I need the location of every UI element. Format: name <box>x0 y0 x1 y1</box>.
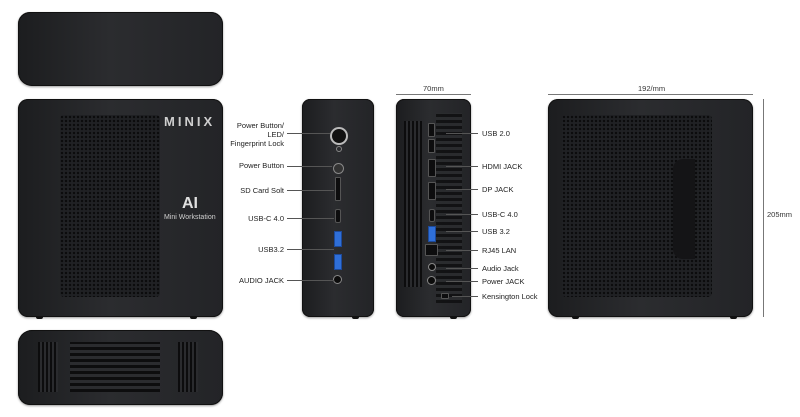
leader-power-button <box>287 166 332 167</box>
sd-card-slot[interactable] <box>335 177 341 201</box>
ai-badge: AI <box>182 195 198 212</box>
label-rj45: RJ45 LAN <box>482 246 517 255</box>
leader-kensington <box>452 296 478 297</box>
label-power-jack: Power JACK <box>482 277 525 286</box>
label-line: Fingerprint Lock <box>230 139 284 148</box>
leader-audio-front <box>287 280 334 281</box>
device-right-side-view <box>548 99 753 317</box>
label-line: LED/ <box>267 130 284 139</box>
dim-width-line <box>396 94 471 95</box>
back-foot <box>450 316 457 319</box>
leader-usbc-front <box>287 218 334 219</box>
right-foot-right <box>730 316 737 319</box>
label-power-led-fingerprint: Power Button/ LED/ Fingerprint Lock <box>210 121 284 148</box>
label-sd-card: SD Card Solt <box>240 186 284 195</box>
leader-audio-back <box>446 268 478 269</box>
rj45-port[interactable] <box>425 244 438 256</box>
leader-dp <box>446 189 478 190</box>
device-front-view: MINIX AI Mini Workstation <box>18 99 223 317</box>
label-usb32-back: USB 3.2 <box>482 227 510 236</box>
hdmi-port[interactable] <box>428 159 436 177</box>
leader-usbc-back <box>446 214 478 215</box>
bottom-vent-right <box>178 342 198 392</box>
leader-usb32-front <box>287 249 334 250</box>
leader-usb20 <box>446 133 478 134</box>
leader-usb32-back <box>446 231 478 232</box>
label-dp: DP JACK <box>482 185 514 194</box>
brand-logo: MINIX <box>164 114 216 129</box>
front-foot-right <box>190 316 197 319</box>
dim-height: 205mm <box>767 210 793 219</box>
label-usbc-back: USB-C 4.0 <box>482 210 518 219</box>
power-jack[interactable] <box>427 276 436 285</box>
leader-power-jack <box>446 281 478 282</box>
device-side-view <box>302 99 374 317</box>
leader-power-led <box>287 133 330 134</box>
power-icon <box>336 146 342 152</box>
front-foot-left <box>36 316 43 319</box>
usb-c-port-back[interactable] <box>429 209 435 222</box>
usb32-port-back[interactable] <box>428 226 436 242</box>
dim-length: 192/mm <box>638 84 666 93</box>
usb2-port-1[interactable] <box>428 123 435 137</box>
power-fingerprint-button[interactable] <box>330 127 348 145</box>
label-power-button: Power Button <box>238 161 284 170</box>
label-usbc-front: USB-C 4.0 <box>248 214 284 223</box>
bottom-vent-left <box>38 342 58 392</box>
dim-width: 70mm <box>423 84 444 93</box>
label-usb20: USB 2.0 <box>482 129 510 138</box>
leader-rj45 <box>446 250 478 251</box>
label-line: Power Button/ <box>236 121 284 130</box>
dim-height-line <box>763 99 764 317</box>
device-top-view <box>18 12 223 86</box>
leader-hdmi <box>446 166 478 167</box>
dim-length-line <box>548 94 753 95</box>
back-vent-fins <box>436 113 462 303</box>
device-back-view <box>396 99 471 317</box>
usb-a-port-1[interactable] <box>334 231 342 247</box>
leader-sd-card <box>287 190 334 191</box>
label-usb32-front: USB3.2 <box>258 245 284 254</box>
side-handle-cutout <box>673 159 695 259</box>
audio-jack-front[interactable] <box>333 275 342 284</box>
usb-c-port-front[interactable] <box>335 209 341 223</box>
usb2-port-2[interactable] <box>428 139 435 153</box>
right-foot-left <box>572 316 579 319</box>
label-kensington: Kensington Lock <box>482 292 538 301</box>
device-bottom-view <box>18 330 223 405</box>
bottom-vent-center <box>70 342 160 392</box>
label-audio-back: Audio Jack <box>482 264 519 273</box>
front-mesh-panel <box>60 115 160 297</box>
device-subtitle: Mini Workstation <box>164 214 216 221</box>
kensington-lock[interactable] <box>441 293 449 299</box>
label-audio-front: AUDIO JACK <box>238 276 284 285</box>
side-foot <box>352 316 359 319</box>
label-hdmi: HDMI JACK <box>482 162 523 171</box>
dp-port[interactable] <box>428 182 436 200</box>
back-vent <box>404 121 422 287</box>
audio-jack-back[interactable] <box>428 263 436 271</box>
power-button[interactable] <box>333 163 344 174</box>
usb-a-port-2[interactable] <box>334 254 342 270</box>
